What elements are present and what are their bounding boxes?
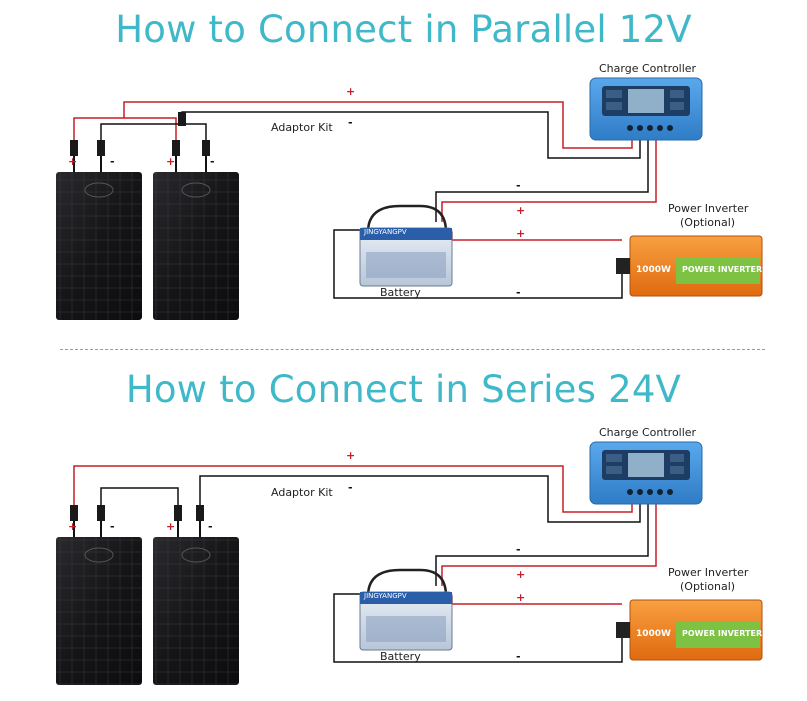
solar-panel — [153, 156, 239, 320]
plus-sign: + — [346, 85, 356, 98]
negative-wire — [435, 504, 649, 586]
battery — [359, 568, 453, 651]
adaptor-kit-label: Adaptor Kit — [271, 121, 333, 134]
minus-sign: - — [210, 155, 215, 168]
solar-panel — [153, 521, 239, 685]
negative-wire — [333, 229, 623, 299]
section-title-parallel: How to Connect in Parallel 12V — [115, 8, 692, 51]
adaptor-kit-label: Adaptor Kit — [271, 486, 333, 499]
minus-sign: - — [348, 116, 353, 129]
power-inverter-label: Power Inverter — [668, 566, 749, 579]
inverter-optional-label: (Optional) — [680, 216, 736, 229]
plus-sign: + — [68, 520, 78, 533]
plus-sign: + — [516, 204, 526, 217]
mc4-connectors-parallel — [70, 112, 210, 156]
negative-wire — [333, 593, 623, 663]
solar-panel — [56, 521, 142, 685]
inverter-brand-text: POWER INVERTER — [682, 265, 763, 274]
positive-wire — [451, 232, 622, 241]
plus-sign: + — [516, 568, 526, 581]
negative-wire — [100, 123, 207, 150]
inverter-optional-label: (Optional) — [680, 580, 736, 593]
battery-label: Battery — [380, 286, 421, 299]
minus-sign: - — [110, 520, 115, 533]
charge-controller — [589, 77, 703, 141]
section-divider — [60, 349, 765, 350]
minus-sign: - — [516, 543, 521, 556]
battery — [359, 204, 453, 287]
negative-wire — [181, 111, 641, 159]
positive-wire — [441, 504, 657, 586]
positive-wire — [124, 117, 177, 150]
minus-sign: - — [348, 481, 353, 494]
solar-panel — [56, 156, 142, 320]
mc4-connectors-series — [70, 505, 204, 521]
positive-wire — [441, 140, 657, 222]
plus-sign: + — [516, 591, 526, 604]
battery-brand: JINGYANGPV — [364, 228, 407, 236]
battery-label: Battery — [380, 650, 421, 663]
minus-sign: - — [516, 650, 521, 663]
inverter-watt: 1000W — [636, 265, 671, 275]
inverter-brand-text: POWER INVERTER — [682, 629, 763, 638]
plus-sign: + — [166, 520, 176, 533]
power-inverter — [616, 235, 763, 297]
battery-brand: JINGYANGPV — [364, 592, 407, 600]
plus-sign: + — [346, 449, 356, 462]
inverter-watt: 1000W — [636, 629, 671, 639]
section-title-series: How to Connect in Series 24V — [125, 368, 682, 411]
negative-wire — [100, 487, 179, 515]
negative-wire — [199, 475, 641, 523]
power-inverter-label: Power Inverter — [668, 202, 749, 215]
minus-sign: - — [516, 286, 521, 299]
plus-sign: + — [68, 155, 78, 168]
plus-sign: + — [516, 227, 526, 240]
plus-sign: + — [166, 155, 176, 168]
positive-wire — [73, 465, 633, 515]
minus-sign: - — [110, 155, 115, 168]
positive-wire — [73, 101, 633, 150]
charge-controller — [589, 441, 703, 505]
charge-controller-label: Charge Controller — [599, 426, 697, 439]
minus-sign: - — [516, 179, 521, 192]
negative-wire — [435, 140, 649, 222]
minus-sign: - — [208, 520, 213, 533]
positive-wire — [451, 596, 622, 605]
charge-controller-label: Charge Controller — [599, 62, 697, 75]
power-inverter — [616, 599, 763, 661]
